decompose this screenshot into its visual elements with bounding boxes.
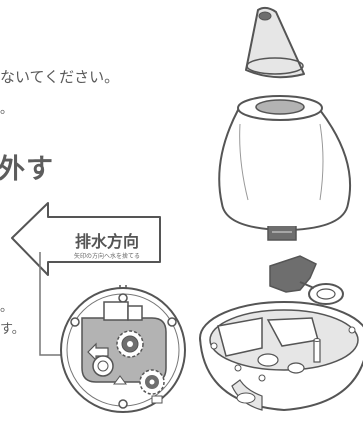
drain-direction-arrow [11, 202, 161, 276]
drain-direction-subtitle: 矢印の方向へ水を捨てる [73, 253, 140, 260]
nozzle-cap [245, 6, 305, 79]
drain-direction-title: 排水方向 [74, 232, 139, 251]
instruction-text-3: 。 [0, 300, 14, 315]
instruction-text-2: 。 [0, 102, 14, 117]
drain-part [269, 255, 344, 305]
base-bowl [199, 301, 363, 412]
instruction-text-1: ないてください。 [0, 68, 120, 86]
base-bottom-view [60, 285, 186, 413]
instruction-text-4: す。 [0, 322, 25, 337]
water-tank [218, 95, 352, 241]
section-heading: 外す [0, 154, 54, 185]
